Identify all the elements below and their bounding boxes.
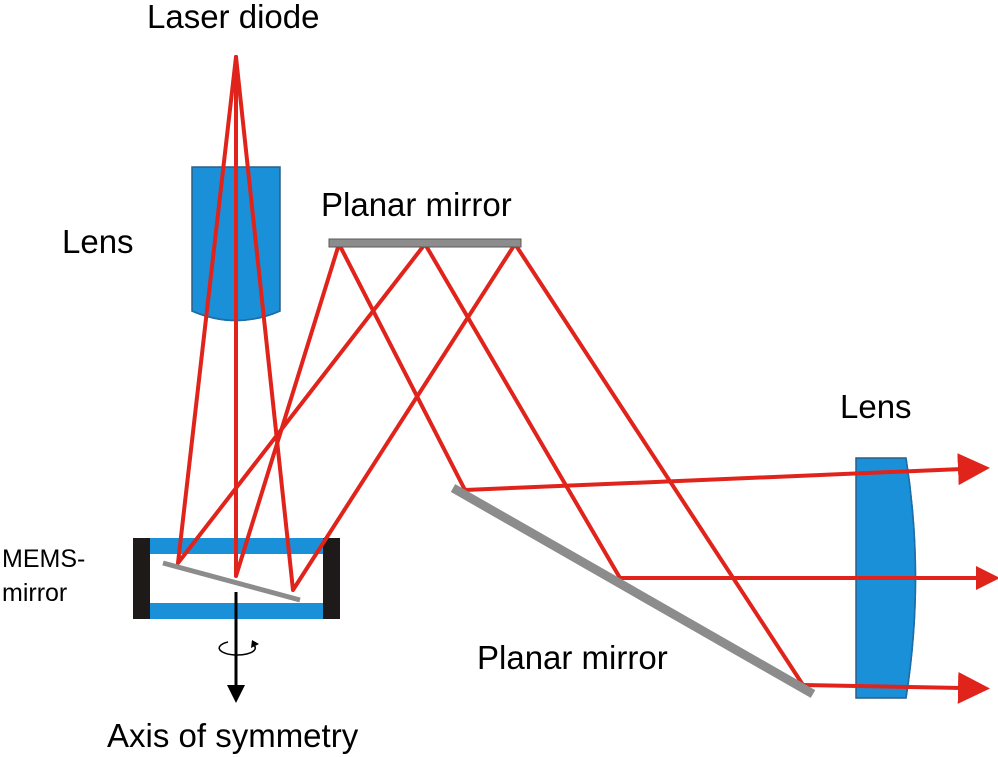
output-ray-top [463,453,990,492]
label-laser-diode: Laser diode [147,0,319,35]
ray-center-branch [234,55,467,578]
label-planar-mirror-bottom: Planar mirror [477,639,668,676]
label-planar-mirror-top: Planar mirror [321,186,512,223]
rotation-arrow-icon [218,640,259,656]
label-lens-right: Lens [840,388,912,425]
label-axis-of-symmetry: Axis of symmetry [107,717,359,754]
ray-right-branch [234,55,805,687]
output-ray-bottom [801,671,990,704]
label-mems-line1: MEMS- [2,545,85,573]
label-lens-left: Lens [62,223,134,260]
bottom-planar-mirror [450,484,816,698]
mems-mirror-plate [162,560,301,603]
ray-left-branch [176,55,622,580]
laser-rays [176,55,998,704]
top-planar-mirror [328,238,522,248]
label-mems-line2: mirror [2,579,67,607]
